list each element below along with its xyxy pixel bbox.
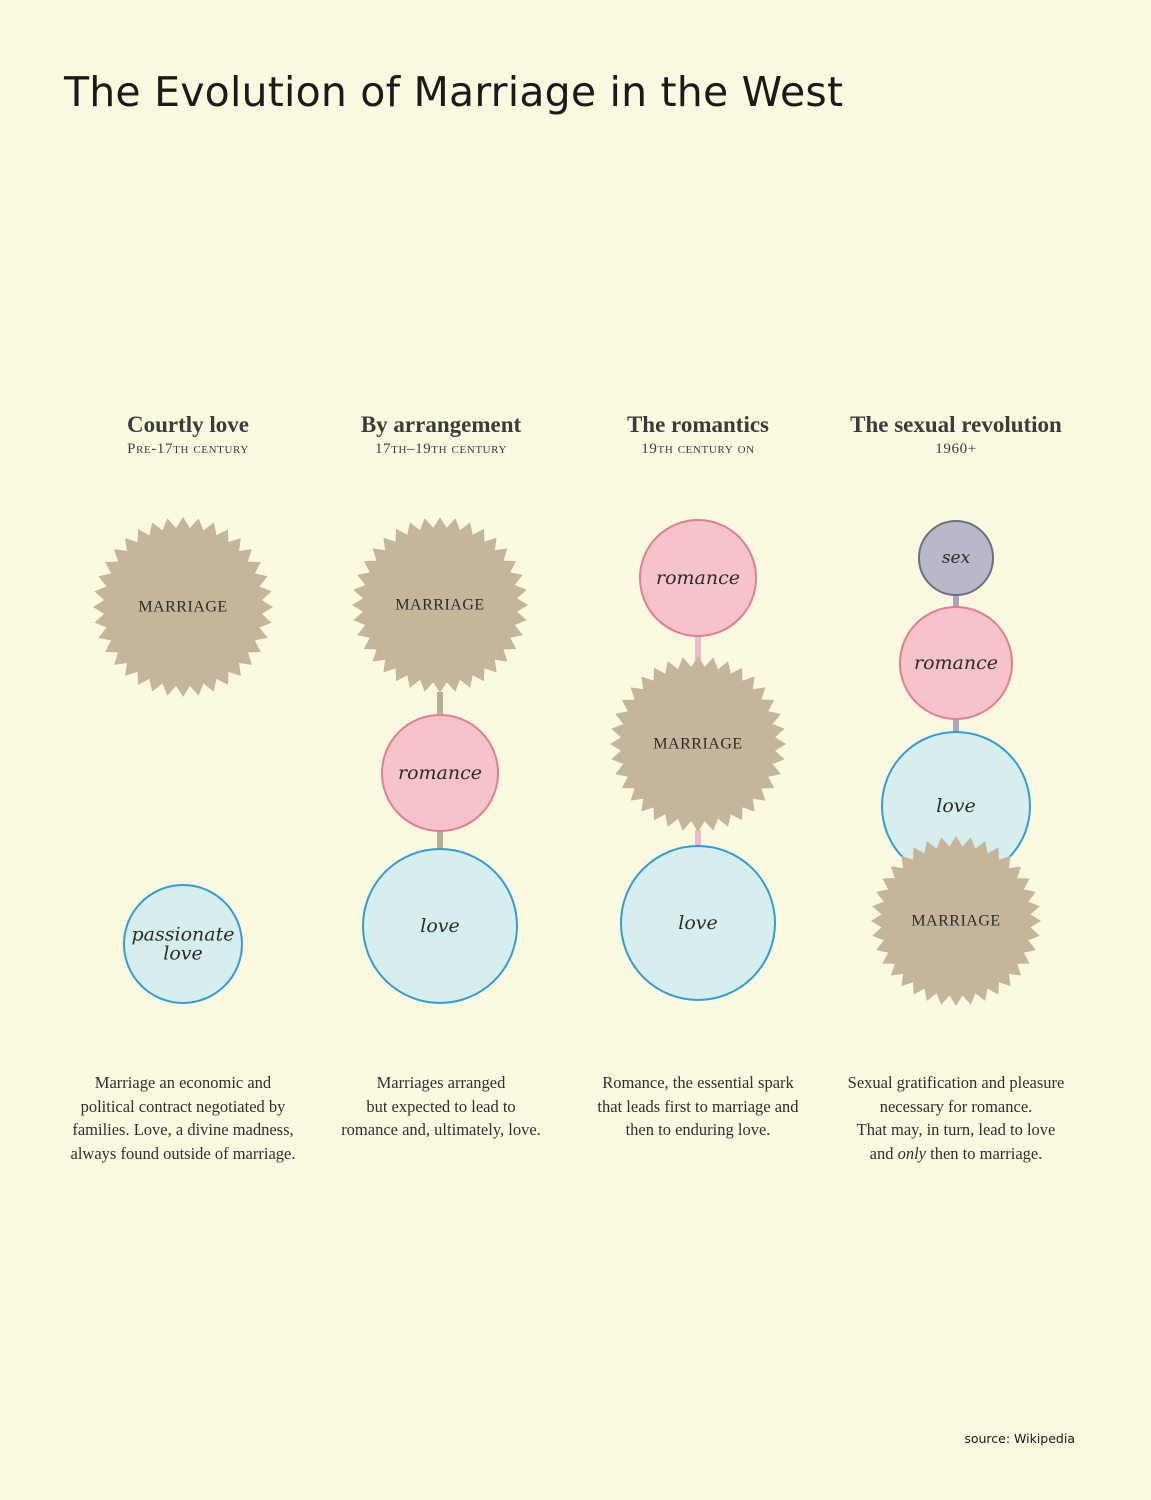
- love-node: love: [620, 845, 776, 1001]
- marriage-seal: [93, 517, 273, 697]
- romance-label: romance: [656, 567, 740, 589]
- column-heading-courtly-love: Courtly love Pre-17th century: [58, 410, 318, 458]
- marriage-node: MARRIAGE: [93, 517, 273, 697]
- romance-node: romance: [639, 519, 757, 637]
- marriage-seal: [352, 517, 528, 693]
- nodes: MARRIAGEpassionateloveMARRIAGEromancelov…: [93, 517, 1041, 1006]
- description-line: and only then to marriage.: [869, 1143, 1043, 1163]
- love-label: love: [163, 943, 203, 965]
- page-title: The Evolution of Marriage in the West: [64, 68, 844, 116]
- marriage-label: MARRIAGE: [911, 913, 1000, 930]
- sex-node: sex: [918, 520, 994, 596]
- marriage-label: MARRIAGE: [395, 597, 484, 614]
- marriage-node: MARRIAGE: [352, 517, 528, 693]
- description-sexual-revolution: Sexual gratification and pleasure necess…: [831, 1071, 1081, 1165]
- love-node: love: [362, 848, 518, 1004]
- era-title: By arrangement: [360, 412, 522, 437]
- column-heading-by-arrangement: By arrangement 17th–19th century: [311, 410, 571, 458]
- column-heading-the-romantics: The romantics 19th century on: [568, 410, 828, 458]
- description-courtly-love: Marriage an economic and political contr…: [58, 1071, 308, 1165]
- love-label: love: [420, 915, 460, 937]
- era-title: The romantics: [626, 412, 770, 437]
- sex-circle: [918, 520, 994, 596]
- era-period: 17th–19th century: [374, 441, 508, 457]
- era-title: Courtly love: [126, 412, 249, 437]
- description-line: families. Love, a divine madness,: [72, 1120, 294, 1139]
- era-period: 19th century on: [641, 441, 755, 457]
- description-line: then to enduring love.: [625, 1120, 771, 1139]
- era-period: Pre-17th century: [127, 441, 249, 457]
- source-credit: source: Wikipedia: [964, 1431, 1075, 1446]
- description-line: always found outside of marriage.: [70, 1143, 296, 1163]
- romance-node: romance: [899, 606, 1013, 720]
- era-title: The sexual revolution: [850, 412, 1062, 437]
- love-circle: [123, 884, 243, 1004]
- sex-label: sex: [942, 548, 971, 568]
- description-line: Romance, the essential spark: [602, 1073, 794, 1092]
- romance-circle: [899, 606, 1013, 720]
- description-line: necessary for romance.: [879, 1096, 1033, 1116]
- description-line: but expected to lead to: [366, 1096, 516, 1116]
- love-circle: [362, 848, 518, 1004]
- love-label: passionate: [132, 924, 235, 946]
- romance-circle: [639, 519, 757, 637]
- marriage-node: MARRIAGE: [871, 836, 1041, 1006]
- description-line: Sexual gratification and pleasure: [847, 1073, 1065, 1092]
- emphasis-text: only: [897, 1143, 926, 1163]
- description-line: that leads first to marriage and: [597, 1096, 799, 1116]
- love-circle: [620, 845, 776, 1001]
- column-heading-sexual-revolution: The sexual revolution 1960+: [826, 410, 1086, 458]
- love-label: love: [936, 795, 976, 817]
- romance-circle: [381, 714, 499, 832]
- description-line: Marriage an economic and: [94, 1073, 272, 1092]
- description-by-arrangement: Marriages arranged but expected to lead …: [316, 1071, 566, 1142]
- love-label: love: [678, 912, 718, 934]
- connectors: [437, 594, 959, 850]
- romance-label: romance: [914, 652, 998, 674]
- description-line: political contract negotiated by: [80, 1096, 286, 1116]
- description-line: Marriages arranged: [376, 1073, 506, 1092]
- description-line: romance and, ultimately, love.: [341, 1120, 541, 1139]
- marriage-seal: [610, 656, 786, 832]
- marriage-label: MARRIAGE: [138, 599, 227, 616]
- romance-node: romance: [381, 714, 499, 832]
- marriage-seal: [871, 836, 1041, 1006]
- marriage-label: MARRIAGE: [653, 736, 742, 753]
- description-the-romantics: Romance, the essential spark that leads …: [573, 1071, 823, 1142]
- description-line: That may, in turn, lead to love: [856, 1120, 1056, 1139]
- marriage-node: MARRIAGE: [610, 656, 786, 832]
- era-period: 1960+: [935, 441, 977, 457]
- romance-label: romance: [398, 762, 482, 784]
